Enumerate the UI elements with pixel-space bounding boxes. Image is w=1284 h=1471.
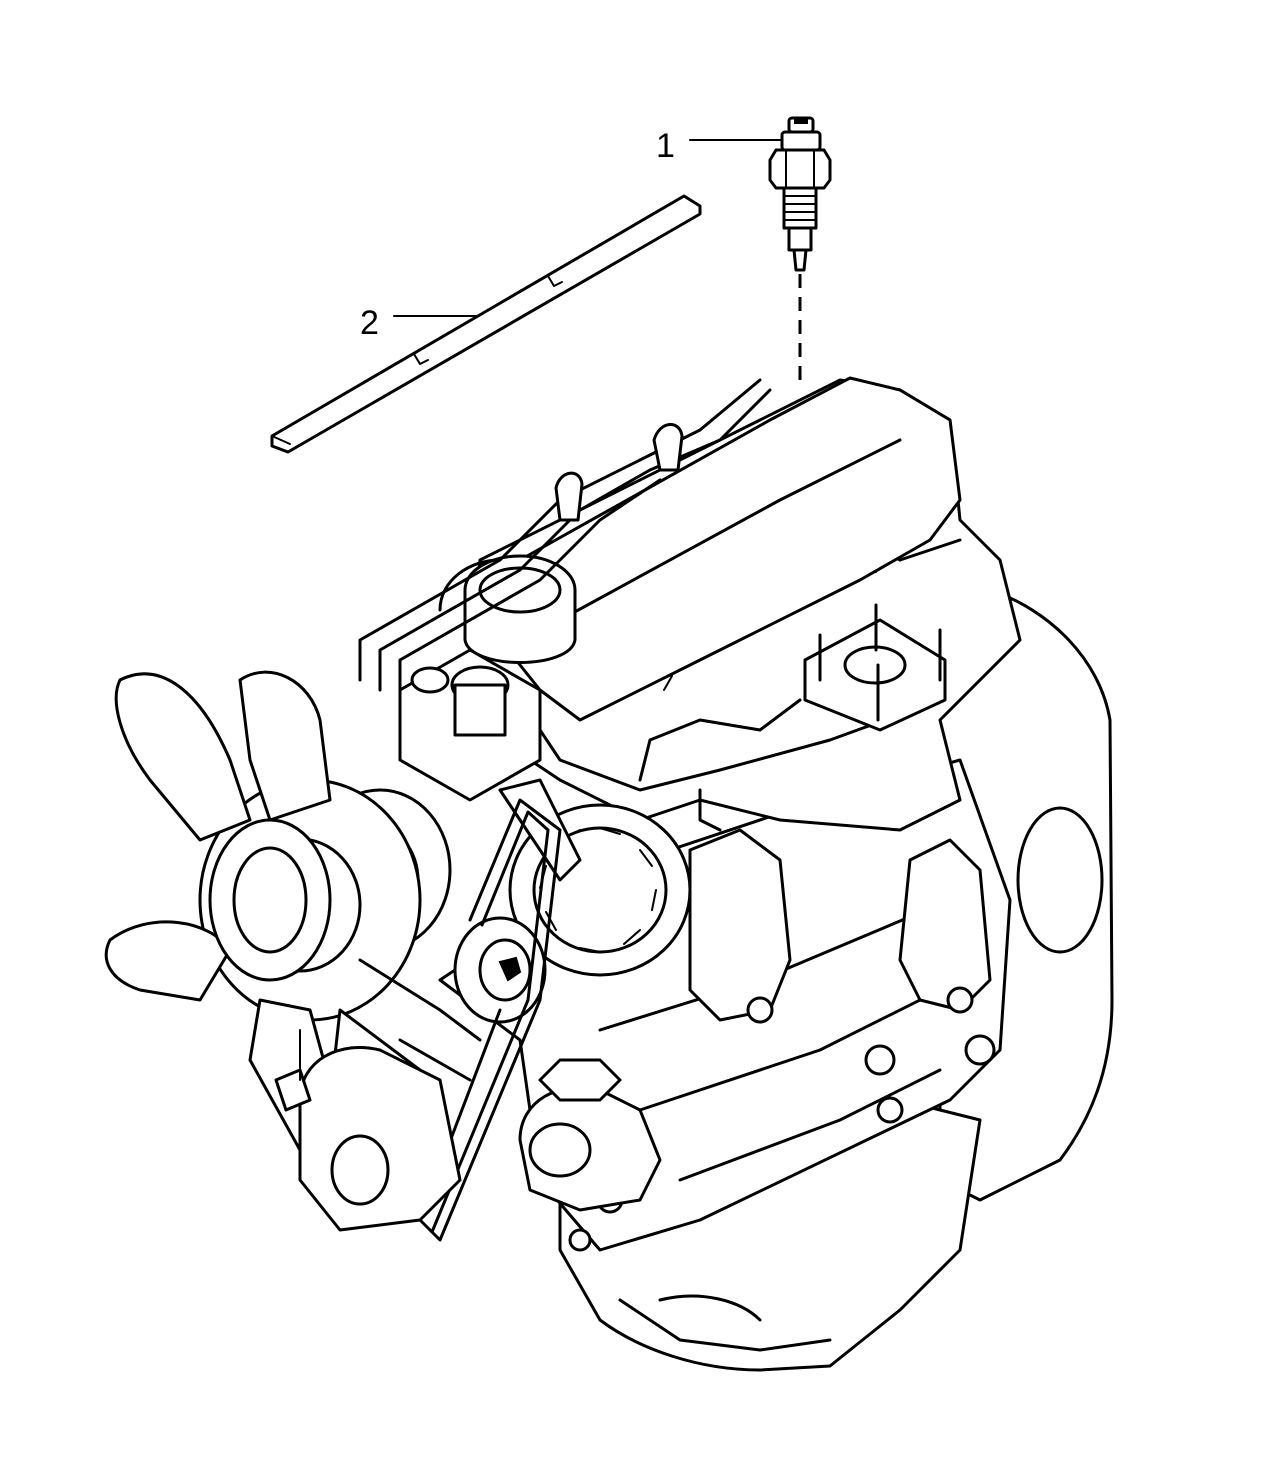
fuel-lines — [358, 378, 772, 702]
engine — [104, 376, 1114, 1372]
alternator — [498, 778, 692, 977]
callout-1-label: 1 — [656, 127, 675, 165]
strip — [270, 194, 702, 454]
thermostat-housing — [803, 603, 947, 732]
side-manifold — [688, 828, 792, 1022]
oil-pan — [558, 1098, 982, 1372]
callout-2-label: 2 — [360, 304, 379, 342]
glow-plug — [768, 116, 832, 272]
callout-1: 1 — [656, 127, 787, 165]
flywheel-opening — [1016, 806, 1104, 954]
timing-cover-lower — [274, 1045, 462, 1232]
callout-2: 2 — [360, 304, 485, 342]
injection-pump — [398, 648, 542, 802]
